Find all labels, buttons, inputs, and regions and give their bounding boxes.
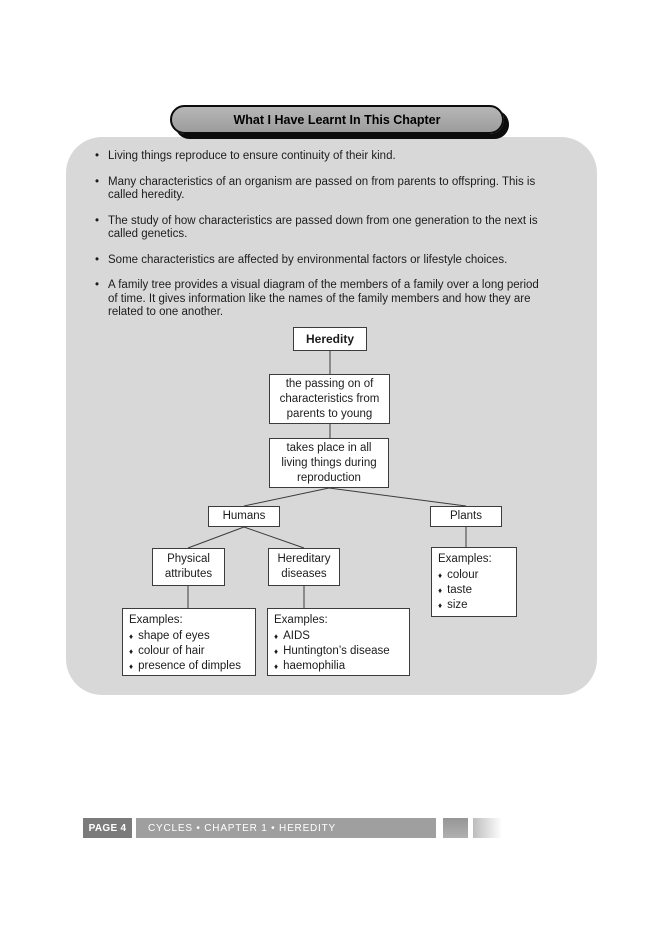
example-item: ♦ AIDS bbox=[274, 629, 403, 644]
diagram-node-hereditary-examples: Examples: ♦ AIDS ♦ Huntington’s disease … bbox=[267, 608, 410, 676]
chapter-summary-title: What I Have Learnt In This Chapter bbox=[170, 105, 504, 134]
summary-bullet: • Many characteristics of an organism ar… bbox=[95, 176, 573, 203]
summary-bullet: • The study of how characteristics are p… bbox=[95, 215, 573, 242]
footer-breadcrumb-bar: CYCLES • CHAPTER 1 • HEREDITY bbox=[136, 818, 436, 838]
diamond-bullet-icon: ♦ bbox=[438, 601, 443, 610]
summary-bullet: • Living things reproduce to ensure cont… bbox=[95, 150, 573, 164]
diagram-node-hereditary-diseases: Hereditary diseases bbox=[268, 548, 340, 586]
example-item: ♦ size bbox=[438, 598, 510, 613]
diamond-bullet-icon: ♦ bbox=[129, 662, 134, 671]
diagram-node-physical-attributes: Physical attributes bbox=[152, 548, 225, 586]
example-item: ♦ taste bbox=[438, 583, 510, 598]
examples-title: Examples: bbox=[438, 553, 492, 565]
diamond-bullet-icon: ♦ bbox=[274, 662, 279, 671]
breadcrumb: CYCLES • CHAPTER 1 • HEREDITY bbox=[148, 822, 337, 834]
diagram-node-plants: Plants bbox=[430, 506, 502, 527]
example-item: ♦ Huntington’s disease bbox=[274, 644, 403, 659]
diamond-bullet-icon: ♦ bbox=[438, 571, 443, 580]
diagram-node-heredity: Heredity bbox=[293, 327, 367, 351]
diamond-bullet-icon: ♦ bbox=[438, 586, 443, 595]
examples-list: ♦ colour ♦ taste ♦ size bbox=[438, 568, 510, 613]
example-text: Huntington’s disease bbox=[283, 645, 390, 657]
example-text: presence of dimples bbox=[138, 660, 242, 672]
summary-text: The study of how characteristics are pas… bbox=[108, 214, 538, 241]
example-text: haemophilia bbox=[283, 660, 346, 672]
example-text: taste bbox=[447, 584, 473, 596]
footer-decor-block-2 bbox=[473, 818, 502, 838]
example-text: shape of eyes bbox=[138, 630, 210, 642]
footer-decor-block-1 bbox=[443, 818, 468, 838]
examples-title: Examples: bbox=[129, 614, 183, 626]
example-item: ♦ colour bbox=[438, 568, 510, 583]
summary-text: A family tree provides a visual diagram … bbox=[108, 279, 539, 318]
example-text: size bbox=[447, 599, 468, 611]
diagram-node-physical-examples: Examples: ♦ shape of eyes ♦ colour of ha… bbox=[122, 608, 256, 676]
example-text: colour bbox=[447, 569, 479, 581]
diagram-node-plants-examples: Examples: ♦ colour ♦ taste ♦ size bbox=[431, 547, 517, 617]
diagram-node-occurrence: takes place in all living things during … bbox=[269, 438, 389, 488]
diamond-bullet-icon: ♦ bbox=[274, 632, 279, 641]
round-bullet-icon: • bbox=[95, 214, 100, 227]
summary-text: Living things reproduce to ensure contin… bbox=[108, 150, 396, 162]
example-item: ♦ haemophilia bbox=[274, 659, 403, 674]
summary-list: • Living things reproduce to ensure cont… bbox=[95, 150, 573, 332]
round-bullet-icon: • bbox=[95, 175, 100, 188]
round-bullet-icon: • bbox=[95, 150, 100, 162]
examples-title: Examples: bbox=[274, 614, 328, 626]
summary-text: Many characteristics of an organism are … bbox=[108, 175, 536, 202]
summary-bullet: • Some characteristics are affected by e… bbox=[95, 254, 573, 268]
example-text: colour of hair bbox=[138, 645, 205, 657]
page-number-label: PAGE 4 bbox=[83, 818, 132, 838]
diamond-bullet-icon: ♦ bbox=[129, 632, 134, 641]
round-bullet-icon: • bbox=[95, 279, 100, 291]
round-bullet-icon: • bbox=[95, 253, 100, 266]
diamond-bullet-icon: ♦ bbox=[274, 647, 279, 656]
summary-text: Some characteristics are affected by env… bbox=[108, 253, 508, 266]
diamond-bullet-icon: ♦ bbox=[129, 647, 134, 656]
examples-list: ♦ AIDS ♦ Huntington’s disease ♦ haemophi… bbox=[274, 629, 403, 674]
example-text: AIDS bbox=[283, 630, 310, 642]
example-item: ♦ shape of eyes bbox=[129, 629, 249, 644]
examples-list: ♦ shape of eyes ♦ colour of hair ♦ prese… bbox=[129, 629, 249, 674]
diagram-node-definition: the passing on of characteristics from p… bbox=[269, 374, 390, 424]
summary-bullet: • A family tree provides a visual diagra… bbox=[95, 279, 573, 320]
diagram-node-humans: Humans bbox=[208, 506, 280, 527]
example-item: ♦ colour of hair bbox=[129, 644, 249, 659]
example-item: ♦ presence of dimples bbox=[129, 659, 249, 674]
